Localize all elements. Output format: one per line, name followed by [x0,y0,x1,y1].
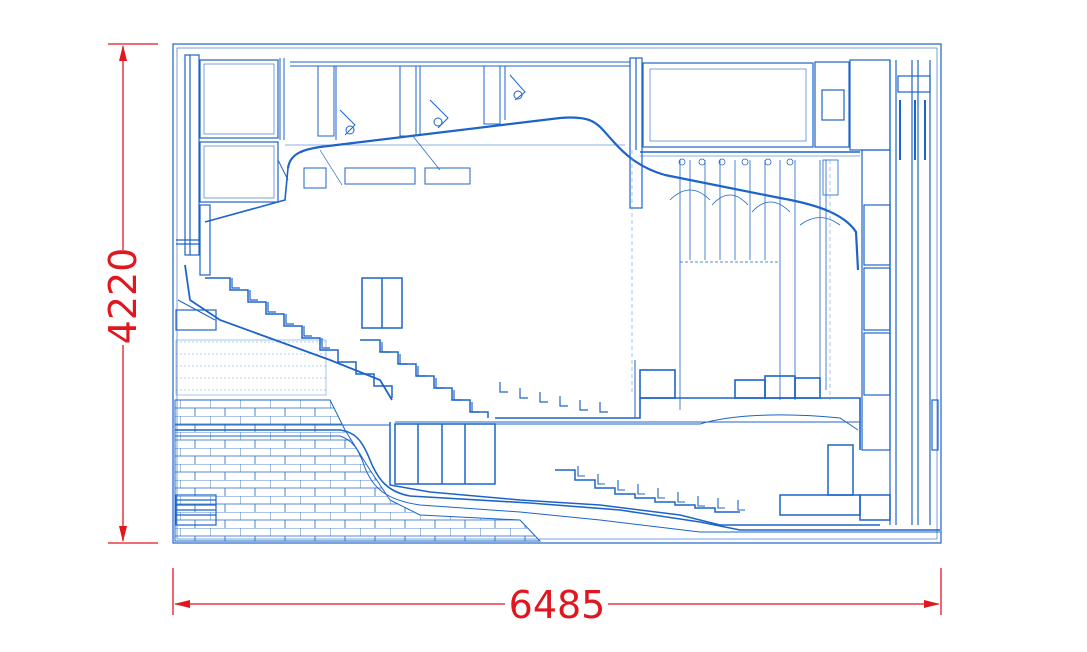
width-dimension-label: 6485 [509,583,606,627]
lower-seats [577,466,745,511]
lower-seating [389,421,891,526]
height-dimension-label: 4220 [101,248,145,345]
right-stage-wall [861,60,939,525]
ground-slab [175,424,940,533]
stage-floor [495,360,861,450]
auditorium-ceiling [204,116,860,271]
ceiling-technical-zone [279,58,630,189]
structural-columns [631,150,831,400]
drawing-frame [172,43,942,544]
horizontal-dimension [172,568,942,615]
stage-tower-equipment [629,57,891,209]
vertical-dimension [108,43,158,544]
upper-seats [231,278,608,413]
fly-battens [669,158,841,410]
